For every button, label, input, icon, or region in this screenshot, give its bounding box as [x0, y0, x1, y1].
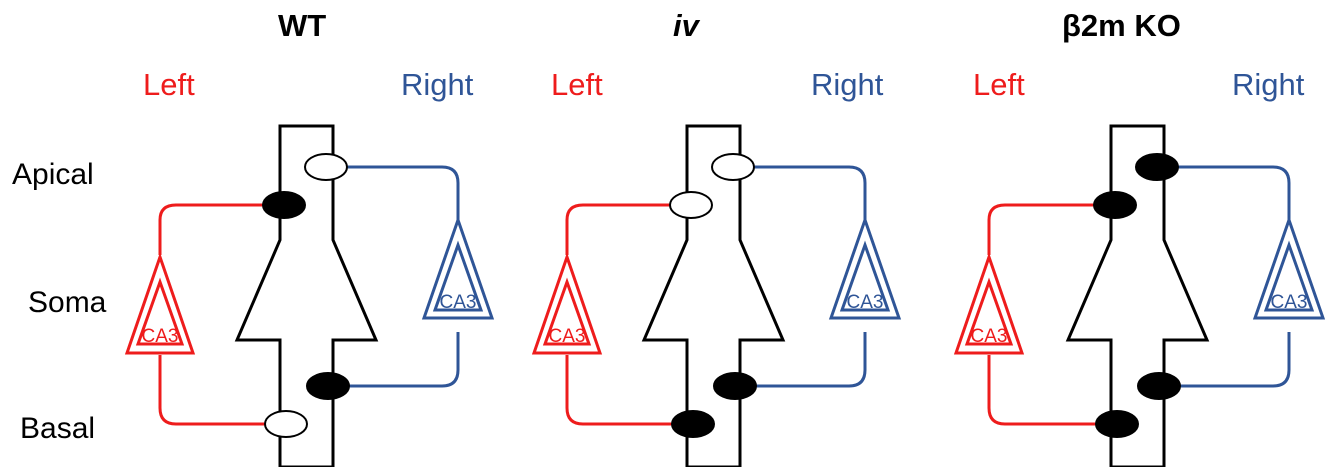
synapse-left-apical: [1093, 191, 1137, 219]
panel-iv-left-label: Left: [551, 67, 603, 102]
left-ca3-axon: [565, 203, 673, 426]
right-ca3-axon: [1177, 165, 1291, 388]
panel-b2m-left-label: Left: [973, 67, 1025, 102]
panel-iv: CA3 CA3: [531, 124, 902, 467]
left-ca3-neuron: CA3: [953, 252, 1025, 355]
left-ca3-neuron: CA3: [124, 252, 196, 355]
ca1-pyramidal-neuron: [234, 124, 379, 467]
synapse-right-basal: [713, 372, 757, 400]
synapse-right-basal: [1137, 372, 1181, 400]
ca1-pyramidal-neuron: [1065, 124, 1210, 467]
left-ca3-axon: [158, 203, 266, 426]
synapse-right-basal: [306, 372, 350, 400]
row-label-basal: Basal: [20, 412, 96, 445]
ca1-pyramidal-neuron: [641, 124, 786, 467]
left-ca3-label: CA3: [549, 326, 586, 347]
synapse-left-apical: [669, 191, 713, 219]
left-ca3-label: CA3: [971, 326, 1008, 347]
synapse-right-apical: [304, 153, 348, 181]
panel-wt-left-label: Left: [143, 67, 195, 102]
panel-title-iv: iv: [673, 8, 699, 43]
panel-b2m-ko: CA3 CA3: [953, 124, 1326, 467]
right-ca3-label: CA3: [1271, 292, 1308, 313]
right-ca3-label: CA3: [847, 292, 884, 313]
synapse-left-apical: [262, 191, 306, 219]
right-ca3-neuron: CA3: [421, 215, 495, 320]
row-label-apical: Apical: [12, 158, 94, 191]
row-label-soma: Soma: [28, 286, 107, 319]
right-ca3-neuron: CA3: [828, 215, 902, 320]
synapse-left-basal: [671, 410, 715, 438]
right-ca3-label: CA3: [440, 292, 477, 313]
right-ca3-axon: [346, 165, 460, 388]
panel-wt: CA3 CA3: [124, 124, 495, 467]
panel-b2m-right-label: Right: [1232, 67, 1305, 102]
right-ca3-axon: [753, 165, 867, 388]
left-ca3-label: CA3: [142, 326, 179, 347]
panel-iv-right-label: Right: [811, 67, 884, 102]
synapse-right-apical: [711, 153, 755, 181]
synapse-left-basal: [1095, 410, 1139, 438]
panel-title-b2m-ko: β2m KO: [1062, 8, 1181, 43]
synapse-left-basal: [264, 410, 308, 438]
panel-wt-right-label: Right: [401, 67, 474, 102]
left-ca3-neuron: CA3: [531, 252, 603, 355]
synapse-right-apical: [1135, 153, 1179, 181]
left-ca3-axon: [987, 203, 1097, 426]
right-ca3-neuron: CA3: [1252, 215, 1326, 320]
panel-title-wt: WT: [278, 8, 327, 43]
